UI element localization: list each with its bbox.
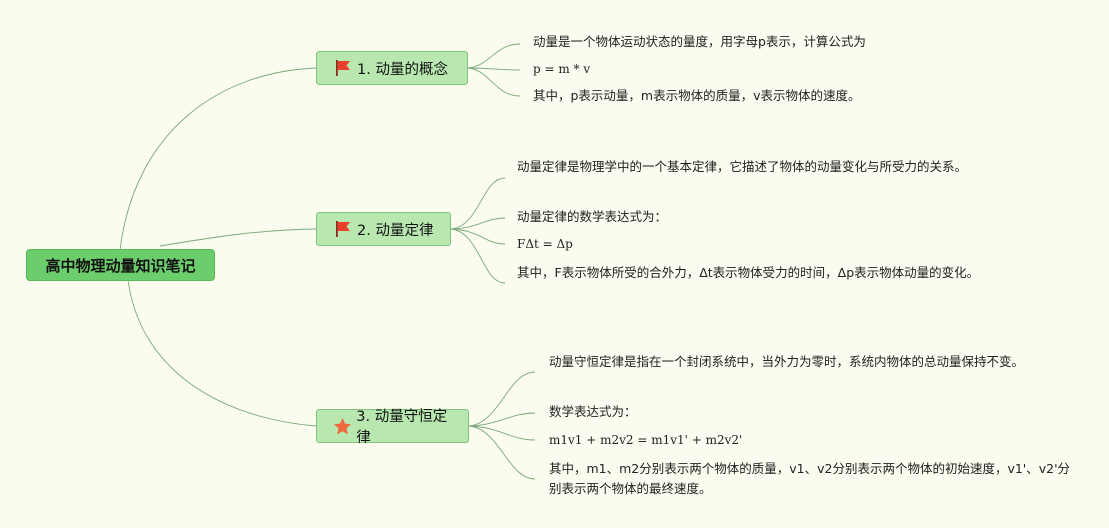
root-topic[interactable]: 高中物理动量知识笔记	[26, 249, 215, 281]
note-1-3[interactable]: 其中，p表示动量，m表示物体的质量，v表示物体的速度。	[533, 86, 973, 106]
branch-topic-2-label: 2. 动量定律	[357, 222, 434, 239]
note-1-1[interactable]: 动量是一个物体运动状态的量度，用字母p表示，计算公式为	[533, 32, 973, 52]
note-1-1-text: 动量是一个物体运动状态的量度，用字母p表示，计算公式为	[533, 34, 866, 49]
note-2-4-text: 其中，F表示物体所受的合外力，Δt表示物体受力的时间，Δp表示物体动量的变化。	[517, 265, 980, 280]
branch-1-to-note-2-line	[467, 67, 521, 71]
branch-topic-3[interactable]: 3. 动量守恒定律	[316, 409, 469, 446]
orange-star-icon	[333, 416, 352, 436]
note-3-4[interactable]: 其中，m1、m2分别表示两个物体的质量，v1、v2分别表示两个物体的初始速度，v…	[549, 459, 1079, 499]
root-to-branch-2-line	[159, 228, 317, 247]
red-flag-icon	[333, 58, 353, 78]
red-flag-icon	[333, 219, 353, 239]
note-1-2[interactable]: p = m * v	[533, 59, 733, 79]
branch-2-to-note-4-line	[450, 228, 506, 284]
branch-2-to-note-2-line	[450, 217, 506, 230]
branch-topic-1[interactable]: 1. 动量的概念	[316, 51, 468, 85]
note-3-1-text: 动量守恒定律是指在一个封闭系统中，当外力为零时，系统内物体的总动量保持不变。	[549, 354, 1025, 369]
note-2-2[interactable]: 动量定律的数学表达式为：	[517, 207, 817, 227]
note-2-1[interactable]: 动量定律是物理学中的一个基本定律，它描述了物体的动量变化与所受力的关系。	[517, 157, 1007, 177]
note-3-2[interactable]: 数学表达式为：	[549, 402, 849, 422]
note-2-1-text: 动量定律是物理学中的一个基本定律，它描述了物体的动量变化与所受力的关系。	[517, 159, 968, 174]
branch-3-to-note-1-line	[468, 371, 536, 427]
root-to-branch-1-line	[119, 67, 317, 251]
note-3-4-text: 其中，m1、m2分别表示两个物体的质量，v1、v2分别表示两个物体的初始速度，v…	[549, 461, 1071, 496]
root-topic-label: 高中物理动量知识笔记	[45, 256, 196, 275]
note-2-4[interactable]: 其中，F表示物体所受的合外力，Δt表示物体受力的时间，Δp表示物体动量的变化。	[517, 263, 1007, 283]
note-3-2-text: 数学表达式为：	[549, 404, 637, 419]
note-1-2-text: p = m * v	[533, 62, 591, 76]
branch-1-to-note-3-line	[467, 67, 521, 97]
note-3-3-text: m1v1 + m2v2 = m1v1' + m2v2'	[549, 433, 743, 447]
root-to-branch-3-line	[127, 279, 317, 427]
note-2-3-text: FΔt = Δp	[517, 237, 573, 251]
branch-2-to-note-1-line	[450, 177, 506, 230]
note-2-2-text: 动量定律的数学表达式为：	[517, 209, 668, 224]
branch-3-to-note-4-line	[468, 425, 536, 480]
branch-2-to-note-3-line	[450, 228, 506, 245]
branch-topic-1-label: 1. 动量的概念	[357, 61, 448, 78]
branch-topic-2[interactable]: 2. 动量定律	[316, 212, 451, 246]
note-2-3[interactable]: FΔt = Δp	[517, 234, 717, 254]
note-3-3[interactable]: m1v1 + m2v2 = m1v1' + m2v2'	[549, 430, 849, 450]
branch-topic-3-label: 3. 动量守恒定律	[356, 409, 448, 446]
note-1-3-text: 其中，p表示动量，m表示物体的质量，v表示物体的速度。	[533, 88, 861, 103]
branch-1-to-note-1-line	[467, 43, 521, 69]
branch-3-to-note-3-line	[468, 425, 536, 441]
branch-3-to-note-2-line	[468, 412, 536, 427]
note-3-1[interactable]: 动量守恒定律是指在一个封闭系统中，当外力为零时，系统内物体的总动量保持不变。	[549, 352, 1059, 372]
